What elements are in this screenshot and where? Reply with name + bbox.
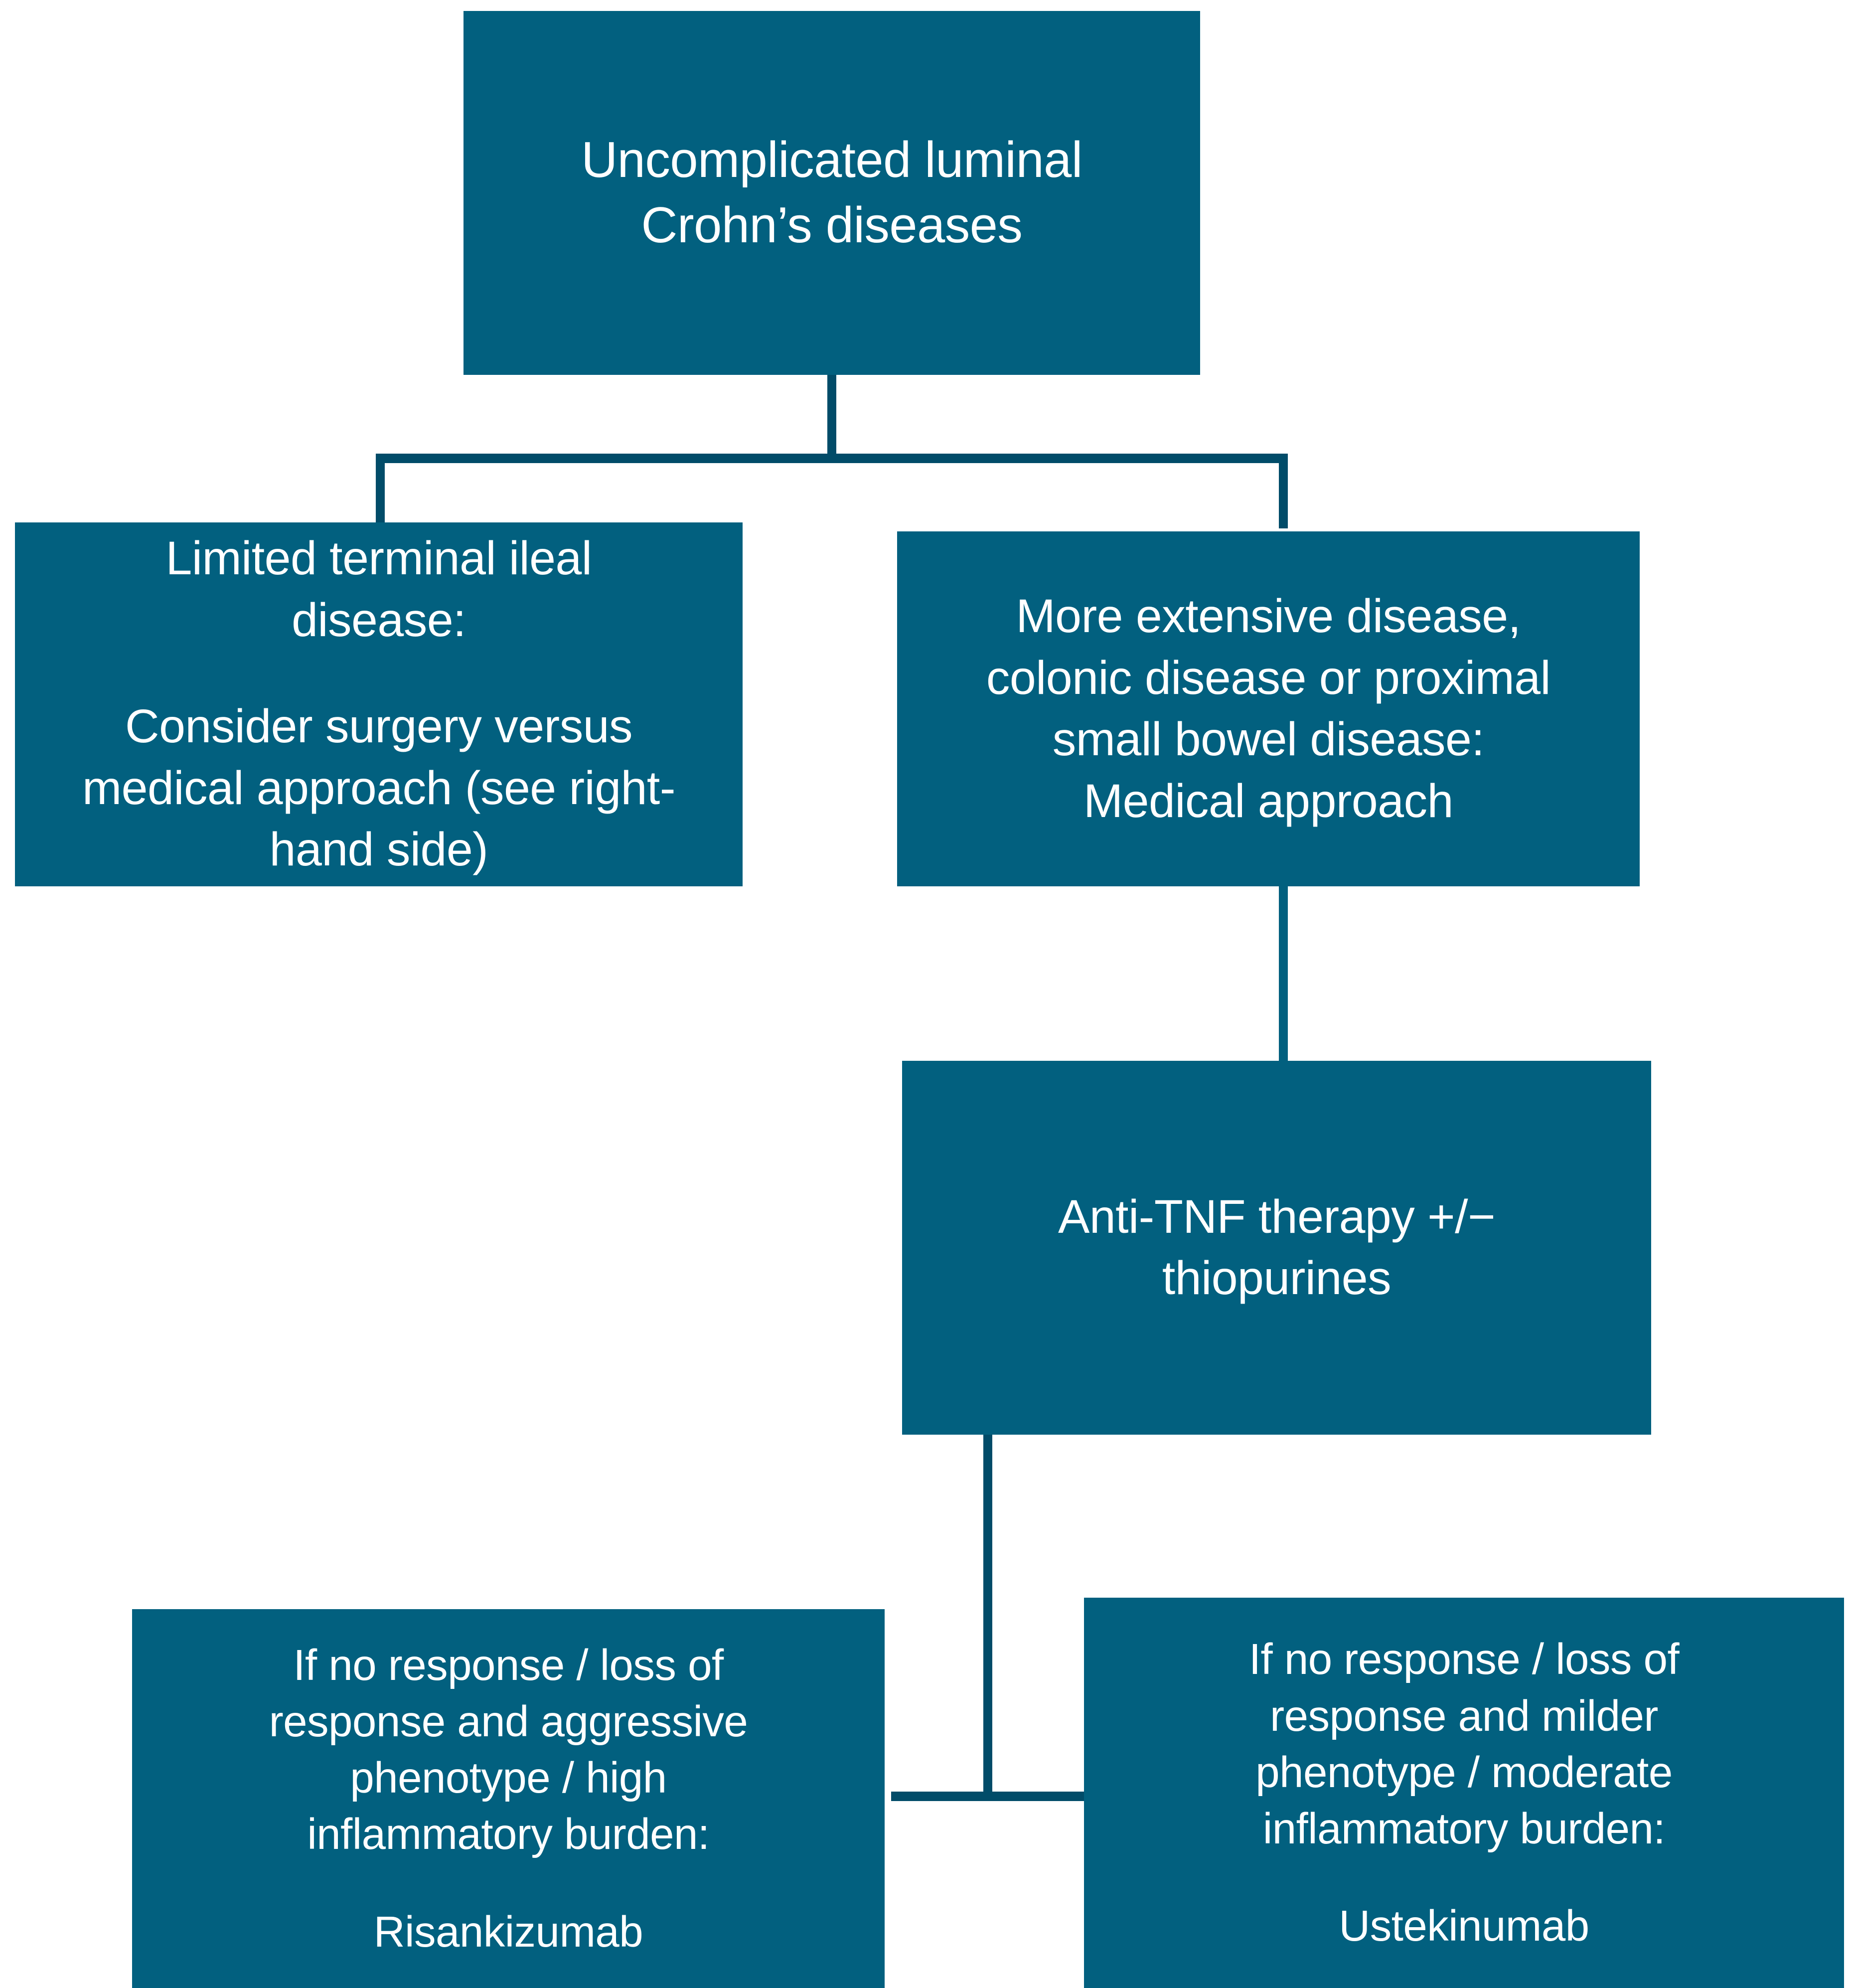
node-risa-line-4: inflammatory burden: xyxy=(307,1810,710,1859)
node-antitnf-line-2: thiopurines xyxy=(1162,1252,1391,1305)
connector-anti-tnf-stem xyxy=(983,1435,992,1798)
node-limited-terminal-ileal-disease[interactable]: Limited terminal ileal disease: Consider… xyxy=(15,522,743,886)
node-more-extensive-disease[interactable]: More extensive disease, colonic disease … xyxy=(897,531,1640,886)
connector-root-to-extensive xyxy=(1279,454,1288,528)
node-extensive-line-2: colonic disease or proximal xyxy=(986,651,1551,704)
node-risa-line-2: response and aggressive xyxy=(269,1697,748,1746)
node-limited-line-5: hand side) xyxy=(269,823,488,876)
node-antitnf-line-1: Anti-TNF therapy +/− xyxy=(1058,1190,1496,1243)
node-extensive-line-3: small bowel disease: xyxy=(1052,713,1485,766)
node-uste-line-4: inflammatory burden: xyxy=(1262,1804,1666,1853)
node-risa-line-3: phenotype / high xyxy=(350,1754,667,1803)
node-anti-tnf-therapy[interactable]: Anti-TNF therapy +/− thiopurines xyxy=(902,1061,1651,1435)
connector-extensive-to-anti-tnf xyxy=(1279,886,1288,1062)
node-limited-line-2: disease: xyxy=(292,593,466,647)
node-limited-line-4: medical approach (see right- xyxy=(82,761,675,815)
node-uste-line-3: phenotype / moderate xyxy=(1255,1748,1673,1797)
connector-root-to-limited-ileal xyxy=(376,454,385,528)
node-uste-line-2: response and milder xyxy=(1270,1691,1658,1740)
node-risa-drug-label: Risankizumab xyxy=(373,1907,643,1956)
node-limited-line-3: Consider surgery versus xyxy=(125,700,633,753)
connector-root-horizontal-bar xyxy=(376,454,1288,463)
node-root-line-2: Crohn’s diseases xyxy=(641,197,1023,253)
node-ustekinumab[interactable]: If no response / loss of response and mi… xyxy=(1084,1598,1844,1988)
node-risa-line-1: If no response / loss of xyxy=(293,1641,724,1689)
node-extensive-line-1: More extensive disease, xyxy=(1016,590,1521,643)
node-uste-line-1: If no response / loss of xyxy=(1248,1635,1680,1684)
node-uste-drug-label: Ustekinumab xyxy=(1339,1902,1589,1951)
node-uncomplicated-luminal-crohns[interactable]: Uncomplicated luminal Crohn’s diseases xyxy=(463,11,1200,375)
node-extensive-line-4: Medical approach xyxy=(1083,774,1453,828)
connector-bottom-horizontal-bar xyxy=(891,1792,1100,1801)
node-root-line-1: Uncomplicated luminal xyxy=(581,132,1082,188)
node-risankizumab[interactable]: If no response / loss of response and ag… xyxy=(132,1609,885,1988)
connector-root-stem xyxy=(827,375,836,456)
node-limited-line-1: Limited terminal ileal xyxy=(165,532,592,585)
